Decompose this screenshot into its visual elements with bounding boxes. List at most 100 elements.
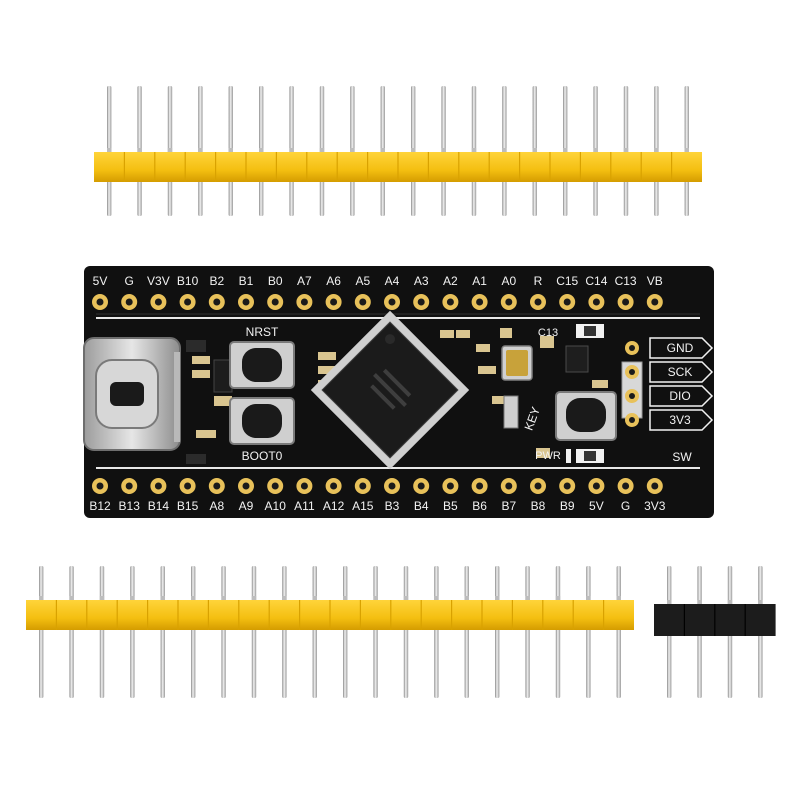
- header-pin-collar: [160, 596, 165, 600]
- pin-hole: [184, 482, 192, 490]
- pwr-led: PWR: [535, 449, 604, 463]
- pin-hole: [476, 482, 484, 490]
- top-pin-label: B2: [209, 274, 224, 288]
- header-pin: [221, 566, 226, 698]
- pin-hole: [242, 482, 250, 490]
- pin-hole: [622, 298, 630, 306]
- top-pin-label: B10: [177, 274, 199, 288]
- top-pin-label: B0: [268, 274, 283, 288]
- pin-hole: [388, 298, 396, 306]
- pin-hole: [388, 482, 396, 490]
- header-pin: [495, 566, 500, 698]
- pin-hole: [563, 482, 571, 490]
- bottom-pin-label: B15: [177, 499, 199, 513]
- usb-c-connector: [83, 337, 181, 451]
- header-pin-collar: [130, 596, 135, 600]
- header-pin-collar: [684, 148, 689, 152]
- pin-header-strip-bottom: [26, 566, 634, 698]
- bottom-pin-label: 5V: [589, 499, 604, 513]
- pin-hole: [125, 482, 133, 490]
- crystal-oscillator: [501, 345, 533, 381]
- pwr-label: PWR: [535, 450, 561, 462]
- pin-hole: [125, 298, 133, 306]
- pin-hole: [592, 482, 600, 490]
- bottom-pin-label: B9: [560, 499, 575, 513]
- pin-hole: [563, 298, 571, 306]
- pin-hole: [446, 482, 454, 490]
- header-pin: [39, 566, 44, 698]
- header-pin: [464, 566, 469, 698]
- pin-hole: [476, 298, 484, 306]
- swd-arrow: [649, 409, 714, 431]
- header-pin-collar: [586, 596, 591, 600]
- pin-hole: [534, 482, 542, 490]
- header-pin-collar: [495, 596, 500, 600]
- header-pin: [160, 566, 165, 698]
- header-pin-collar: [616, 596, 621, 600]
- header-pin: [373, 566, 378, 698]
- bottom-pin-label: B8: [531, 499, 546, 513]
- sw-label: SW: [672, 450, 692, 464]
- c13-led: C13: [538, 324, 604, 339]
- bottom-pin-label: G: [621, 499, 630, 513]
- header-pin-collar: [411, 148, 416, 152]
- header-pin-collar: [654, 148, 659, 152]
- header-pin-collar: [441, 148, 446, 152]
- pin-hole: [154, 298, 162, 306]
- swd-pin-label: DIO: [669, 389, 690, 403]
- top-pin-label: A0: [501, 274, 516, 288]
- top-pin-label: A1: [472, 274, 487, 288]
- header-pin-collar: [464, 596, 469, 600]
- swd-arrow: [649, 337, 714, 359]
- header-pin-collar: [623, 148, 629, 152]
- header-pin: [191, 566, 196, 698]
- pin-hole: [505, 482, 513, 490]
- header-pin: [586, 566, 591, 698]
- bottom-pin-label: B5: [443, 499, 458, 513]
- swd-arrow: [649, 385, 714, 407]
- bottom-pin-label: B13: [119, 499, 141, 513]
- bottom-pin-label: A15: [352, 499, 374, 513]
- top-pin-label: VB: [647, 274, 663, 288]
- pin-hole: [184, 298, 192, 306]
- header-pin-collar: [593, 148, 598, 152]
- header-pin: [403, 566, 409, 698]
- header-pin-collar: [289, 148, 294, 152]
- bottom-pin-label: A11: [294, 499, 315, 513]
- usb-c-solder-pins: [174, 340, 206, 464]
- pin-hole: [534, 298, 542, 306]
- header-pin-collar: [228, 148, 233, 152]
- top-pin-label: C13: [615, 274, 637, 288]
- header-pin-collar: [167, 148, 173, 152]
- pin-hole: [622, 482, 630, 490]
- header-pin: [282, 566, 287, 698]
- header-pin: [343, 566, 348, 698]
- pin-hole: [96, 482, 104, 490]
- header-pin-collar: [251, 596, 257, 600]
- pin-hole: [300, 298, 308, 306]
- header-pin-collar: [191, 596, 196, 600]
- header-pin: [555, 566, 561, 698]
- swd-pin-label: 3V3: [669, 413, 691, 427]
- header-pin: [99, 566, 105, 698]
- boot0-button: BOOT0: [229, 397, 295, 463]
- pin-hole: [242, 298, 250, 306]
- pin-hole: [271, 482, 279, 490]
- bottom-pin-label: B3: [385, 499, 400, 513]
- boot0-label: BOOT0: [242, 449, 283, 463]
- header-pin: [312, 566, 317, 698]
- top-pin-label: A7: [297, 274, 312, 288]
- top-pin-label: A2: [443, 274, 458, 288]
- swd-arrow: [649, 361, 714, 383]
- swd-pin-label: SCK: [668, 365, 693, 379]
- top-pin-pads: [92, 294, 663, 310]
- header-pin-collar: [758, 600, 763, 604]
- header-pin-collar: [403, 596, 409, 600]
- top-pin-label: A5: [355, 274, 370, 288]
- pin-hole: [330, 298, 338, 306]
- key-button: KEY: [522, 391, 617, 441]
- pin-hole: [213, 298, 221, 306]
